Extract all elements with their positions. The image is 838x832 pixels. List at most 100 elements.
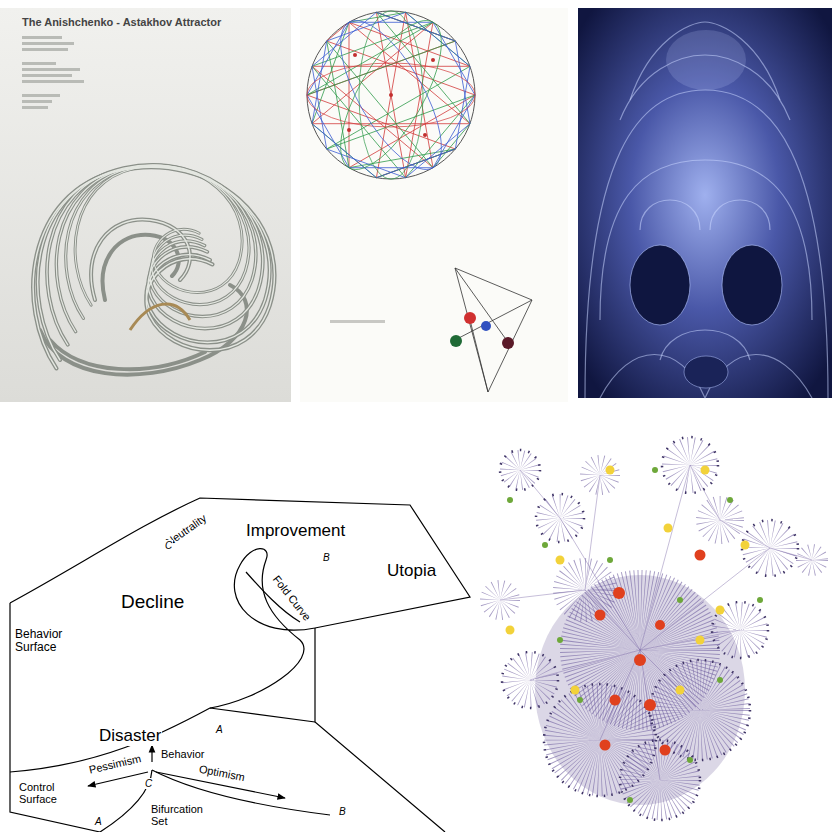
attractor-panel-part-part xyxy=(22,106,48,109)
network-graph-part-part xyxy=(490,590,510,610)
axis-label: Behavior xyxy=(160,748,205,760)
network-graph-part-part xyxy=(572,712,628,768)
network-graph-part-part xyxy=(600,740,611,751)
attractor-panel-part-part xyxy=(33,167,274,368)
sphere-panel-part xyxy=(464,312,476,324)
network-graph-part-part xyxy=(716,606,725,615)
attractor-panel-part-part xyxy=(22,42,74,45)
network-graph-part-part xyxy=(569,574,601,606)
network-graph-part-part xyxy=(506,626,515,635)
network-graph-part-part xyxy=(804,552,820,568)
attractor-panel-part xyxy=(33,165,274,369)
axis-label: Pessimism xyxy=(87,752,143,776)
network-graph-part-part xyxy=(741,541,750,550)
attractor-panel-part-part xyxy=(56,165,256,331)
network-graph-part-part xyxy=(717,677,723,683)
sphere-panel-part xyxy=(307,22,475,167)
network-graph-part-part xyxy=(727,497,733,503)
network-graph-part-part xyxy=(548,506,572,530)
network-graph-part-part xyxy=(595,610,606,621)
sphere-panel xyxy=(300,6,568,402)
network-graph-part-part xyxy=(634,654,646,666)
sphere-panel-part xyxy=(307,12,475,177)
attractor-panel-part xyxy=(0,8,291,402)
network-graph-part-part xyxy=(613,587,625,599)
sphere-panel-part-part xyxy=(389,93,393,97)
cusp-catastrophe-part xyxy=(210,549,315,708)
network-graph-part-part xyxy=(606,466,615,475)
network-graph-part-part xyxy=(742,520,798,576)
network-graph-part-part xyxy=(652,467,658,473)
attractor-panel-part-part xyxy=(22,100,52,103)
surface-label: Control Surface xyxy=(18,781,76,805)
network-graph-part-part xyxy=(516,666,544,694)
attractor-panel-part-part xyxy=(22,94,60,97)
fractal-panel-part-part xyxy=(640,200,700,230)
attractor-panel-part-part xyxy=(40,285,247,375)
sphere-panel-part-part xyxy=(455,268,532,392)
point-letter: C xyxy=(144,778,153,789)
network-graph-part-part xyxy=(676,451,704,479)
network-graph-part-part xyxy=(502,652,558,708)
sphere-panel-part xyxy=(312,12,470,177)
network-graph-part-part xyxy=(687,757,693,763)
cusp-catastrophe xyxy=(10,498,470,832)
fractal-panel xyxy=(578,8,832,398)
attractor-panel-part-part xyxy=(75,166,242,305)
network-graph-part-part xyxy=(544,684,656,796)
network-graph-part-part xyxy=(557,637,563,643)
network-graph-part-part xyxy=(726,616,754,644)
network-graph-part-part xyxy=(571,686,580,695)
surface-label: Behavior Surface xyxy=(14,628,78,654)
fractal-panel-part xyxy=(630,245,690,325)
sphere-panel-part-part xyxy=(353,53,357,57)
network-graph-part-part xyxy=(640,760,680,800)
network-graph-part xyxy=(490,451,820,800)
sphere-panel-part-part xyxy=(431,58,435,62)
attractor-panel-part-part xyxy=(66,166,249,319)
network-graph-part-part xyxy=(660,745,671,756)
region-label: Decline xyxy=(120,592,185,613)
sphere-panel-part xyxy=(450,335,462,347)
sphere-panel-part xyxy=(502,337,514,349)
fractal-panel-part xyxy=(666,30,746,90)
attractor-panel-part-part xyxy=(22,74,72,77)
network-graph-part xyxy=(500,465,812,780)
cusp-catastrophe-part xyxy=(10,603,100,832)
set-label: Bifurcation Set xyxy=(150,803,218,827)
network-graph-part-part xyxy=(696,636,705,645)
network-graph-part xyxy=(507,467,763,803)
sphere-panel-part xyxy=(312,12,470,177)
point-letter: C xyxy=(164,540,173,551)
sphere-panel-part xyxy=(321,6,460,183)
sphere-panel-part xyxy=(307,11,475,179)
attractor-panel-part-part xyxy=(91,220,190,300)
cusp-catastrophe-part xyxy=(10,498,470,628)
network-graph-part-part xyxy=(542,542,548,548)
network-graph-part-part xyxy=(676,686,685,695)
fractal-panel-part-part xyxy=(660,330,750,360)
attractor-panel-part-part xyxy=(22,80,84,83)
fractal-panel-part xyxy=(585,22,828,398)
sphere-panel-part xyxy=(307,12,475,177)
point-letter: B xyxy=(338,806,347,817)
attractor-panel-part-part xyxy=(33,167,274,368)
network-graph-part-part xyxy=(507,497,513,503)
network-graph-part-part xyxy=(650,660,750,760)
sphere-panel-part xyxy=(321,6,460,183)
network-graph-part-part xyxy=(500,465,812,780)
region-label: Improvement xyxy=(245,522,346,541)
network-graph xyxy=(490,437,820,820)
attractor-panel-part xyxy=(33,165,274,375)
network-graph-part-part xyxy=(708,508,732,532)
sphere-panel-part-part xyxy=(347,128,351,132)
attractor-panel-part-part xyxy=(103,235,179,300)
fractal-panel-part-part xyxy=(585,90,828,398)
sphere-panel-part xyxy=(455,268,532,392)
attractor-panel-part xyxy=(130,304,190,330)
fractal-panel-part xyxy=(578,8,832,398)
point-letter: A xyxy=(94,816,103,827)
network-graph-part-part xyxy=(577,697,583,703)
